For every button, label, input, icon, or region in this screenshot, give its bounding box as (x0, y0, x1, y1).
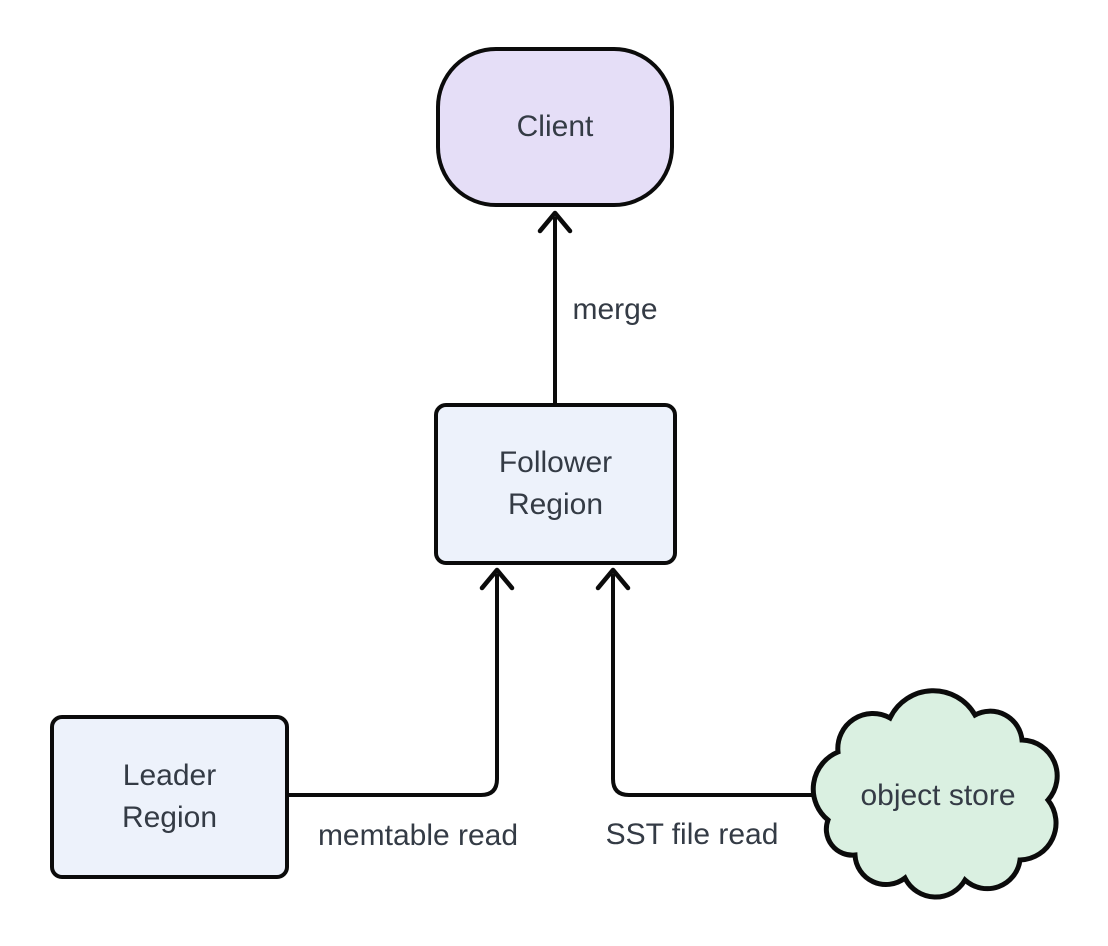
edge-sst-file-read (595, 567, 822, 797)
leader-region-node-shape (50, 715, 289, 879)
edge-memtable-read-line (287, 574, 499, 797)
object-store-node-label: object store (818, 695, 1058, 897)
edge-memtable-read-arrowhead-icon (479, 567, 515, 591)
client-node-label-text: Client (516, 110, 594, 143)
edge-label-merge: merge (572, 293, 658, 326)
edge-label-sst-file-read: SST file read (605, 818, 779, 851)
leader-region-node-label: Leader Region (52, 717, 287, 877)
edge-merge-arrowhead-icon (537, 210, 573, 234)
edge-label-memtable-read: memtable read (317, 819, 519, 852)
object-store-node-label-text: object store (860, 779, 1016, 812)
edge-merge (537, 210, 573, 405)
follower-region-node-shape (434, 403, 677, 565)
leader-region-node-label-text: Leader Region (121, 759, 218, 834)
edge-sst-file-read-line (611, 574, 822, 797)
follower-region-node-label: Follower Region (436, 405, 675, 563)
edge-sst-file-read-arrowhead-icon (595, 567, 631, 591)
follower-region-node-label-text: Follower Region (498, 446, 613, 521)
edge-memtable-read (287, 567, 515, 797)
client-node-shape (436, 47, 674, 207)
client-node-label: Client (438, 49, 672, 205)
object-store-cloud-shape (810, 688, 1060, 900)
